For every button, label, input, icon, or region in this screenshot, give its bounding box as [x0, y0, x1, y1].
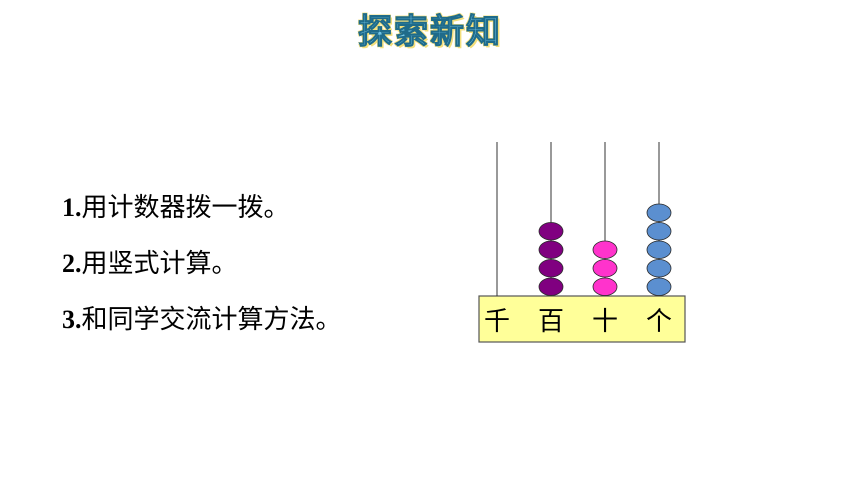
abacus-bead [646, 240, 672, 259]
abacus-bead [538, 240, 564, 259]
abacus-bead [538, 277, 564, 296]
abacus-bead [592, 277, 618, 296]
step-number: 3. [62, 305, 82, 334]
counting-abacus: 千百十个 [470, 138, 700, 348]
abacus-drawing: 千百十个 [478, 142, 686, 343]
place-value-label: 个 [646, 307, 672, 337]
step-number: 1. [62, 193, 82, 222]
abacus-bead [646, 222, 672, 241]
abacus-base [478, 295, 686, 343]
abacus-bead [646, 203, 672, 222]
abacus-bead [646, 277, 672, 296]
abacus-bead [592, 240, 618, 259]
step-number: 2. [62, 249, 82, 278]
step-text: 用计数器拨一拨。 [81, 193, 290, 223]
step-text: 用竖式计算。 [81, 249, 238, 279]
page-title: 探索新知 [358, 12, 502, 53]
place-value-label: 百 [538, 307, 564, 337]
step-item-3: 3.和同学交流计算方法。 [62, 298, 342, 354]
step-item-2: 2.用竖式计算。 [62, 242, 342, 298]
abacus-bead [538, 222, 564, 241]
step-text: 和同学交流计算方法。 [81, 305, 342, 335]
step-list: 1.用计数器拨一拨。 2.用竖式计算。 3.和同学交流计算方法。 [62, 186, 342, 354]
abacus-bead [592, 259, 618, 278]
place-value-label: 千 [484, 307, 510, 337]
step-item-1: 1.用计数器拨一拨。 [62, 186, 342, 242]
abacus-bead [646, 259, 672, 278]
abacus-bead [538, 259, 564, 278]
place-value-label: 十 [592, 307, 618, 337]
